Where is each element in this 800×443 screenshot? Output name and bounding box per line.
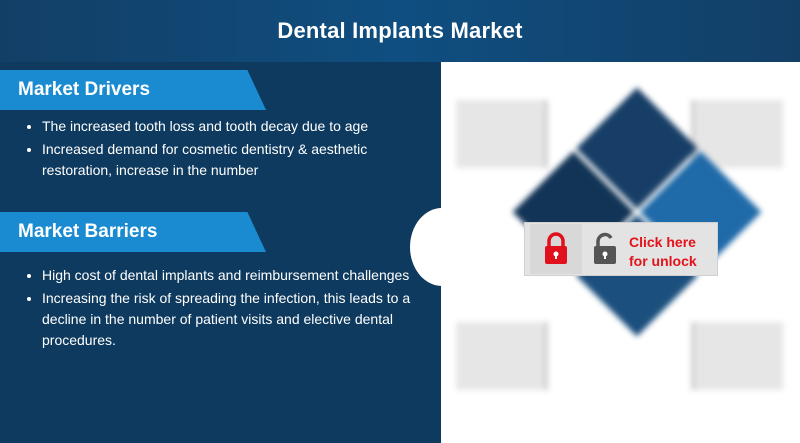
barriers-list: High cost of dental implants and reimbur… — [22, 265, 412, 353]
lock-icon[interactable] — [530, 224, 582, 274]
locked-preview-panel — [441, 62, 800, 443]
list-item: High cost of dental implants and reimbur… — [42, 265, 412, 286]
blurred-card — [691, 322, 783, 390]
section-title-drivers: Market Drivers — [0, 70, 266, 110]
list-item: The increased tooth loss and tooth decay… — [42, 116, 412, 137]
blurred-card — [456, 322, 548, 390]
unlock-link[interactable]: Click here for unlock — [629, 234, 697, 269]
header-banner: Dental Implants Market — [0, 0, 800, 64]
panel-notch — [410, 208, 474, 286]
unlock-icon[interactable] — [587, 224, 623, 274]
list-item: Increasing the risk of spreading the inf… — [42, 288, 412, 351]
drivers-list: The increased tooth loss and tooth decay… — [22, 116, 412, 183]
section-title-barriers: Market Barriers — [0, 212, 266, 252]
blurred-card — [456, 100, 548, 168]
list-item: Increased demand for cosmetic dentistry … — [42, 139, 412, 181]
page-title: Dental Implants Market — [277, 18, 523, 43]
blurred-diagram — [441, 62, 800, 443]
left-panel: Market Drivers The increased tooth loss … — [0, 62, 441, 443]
